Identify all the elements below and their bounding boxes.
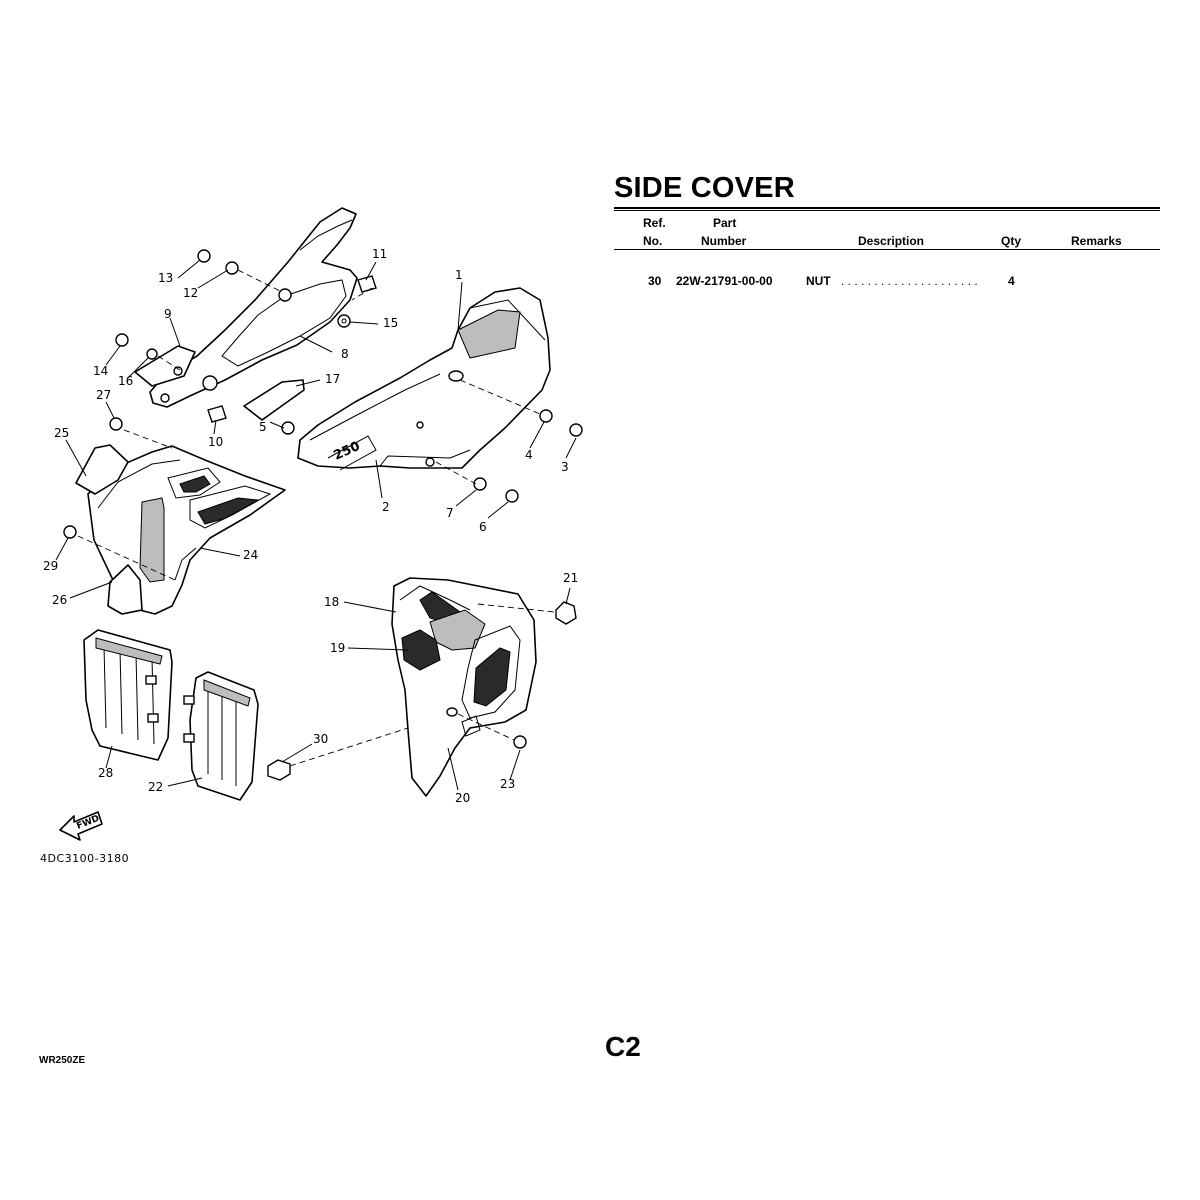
page-number: C2 bbox=[605, 1031, 641, 1062]
bolt-3 bbox=[569, 423, 583, 437]
callout-6: 6 bbox=[479, 520, 487, 534]
callout-9: 9 bbox=[164, 307, 172, 321]
part-20-radiator-shroud bbox=[391, 577, 537, 797]
header-rule bbox=[614, 207, 1160, 209]
bolt-23 bbox=[513, 735, 527, 749]
bolt-29 bbox=[63, 525, 77, 539]
callout-22: 22 bbox=[148, 780, 163, 794]
bolt-27 bbox=[109, 417, 123, 431]
col-header-qty: Qty bbox=[1001, 234, 1022, 248]
row-qty: 4 bbox=[1008, 274, 1015, 288]
part-17-pad bbox=[243, 379, 305, 421]
part-26-lower-panel bbox=[107, 564, 143, 615]
col-header-ref: No. bbox=[643, 234, 663, 248]
callout-18: 18 bbox=[324, 595, 339, 609]
header-rule bbox=[614, 249, 1160, 250]
callout-4: 4 bbox=[525, 448, 533, 462]
part-9-bracket bbox=[134, 345, 196, 387]
col-header-description: Description bbox=[858, 234, 925, 248]
row-dot-leader: . . . . . . . . . . . . . . . . . . . . … bbox=[841, 274, 978, 288]
callout-14: 14 bbox=[93, 364, 108, 378]
callout-11: 11 bbox=[372, 247, 387, 261]
callout-29: 29 bbox=[43, 559, 58, 573]
callout-13: 13 bbox=[158, 271, 173, 285]
callout-7: 7 bbox=[446, 506, 454, 520]
collar-15-hole bbox=[341, 318, 347, 324]
callout-21: 21 bbox=[563, 571, 578, 585]
callout-2: 2 bbox=[382, 500, 390, 514]
callout-3: 3 bbox=[561, 460, 569, 474]
callout-25: 25 bbox=[54, 426, 69, 440]
callout-1: 1 bbox=[455, 268, 463, 282]
callout-27: 27 bbox=[96, 388, 111, 402]
washer-12 bbox=[225, 261, 239, 275]
callout-10: 10 bbox=[208, 435, 223, 449]
row-part-number: 22W-21791-00-00 bbox=[676, 274, 773, 288]
callout-19: 19 bbox=[330, 641, 345, 655]
assembly-lines bbox=[77, 269, 555, 767]
collar-4 bbox=[539, 409, 553, 423]
bolt-6 bbox=[505, 489, 519, 503]
drawing-code: 4DC3100-3180 bbox=[40, 852, 129, 865]
callout-28: 28 bbox=[98, 766, 113, 780]
part-1-side-cover: 250 bbox=[297, 287, 551, 471]
bolt-13 bbox=[197, 249, 211, 263]
bolt-21 bbox=[555, 601, 577, 625]
header-rule bbox=[614, 210, 1160, 211]
part-9-hole bbox=[173, 366, 183, 376]
callout-24: 24 bbox=[243, 548, 258, 562]
col-header-part-number: Part bbox=[713, 216, 737, 230]
callout-16: 16 bbox=[118, 374, 133, 388]
col-header-part-number: Number bbox=[701, 234, 747, 248]
row-ref: 30 bbox=[648, 274, 662, 288]
callout-leaders bbox=[55, 259, 577, 791]
part-25-grommet-left bbox=[75, 444, 129, 495]
forward-arrow-icon: FWD bbox=[59, 811, 103, 841]
model-code: WR250ZE bbox=[39, 1055, 86, 1066]
row-description: NUT bbox=[806, 274, 831, 288]
callout-8: 8 bbox=[341, 347, 349, 361]
grommet-10 bbox=[207, 405, 227, 423]
callout-numbers: 1 2 3 4 5 6 7 8 9 10 11 12 13 14 15 16 1… bbox=[43, 247, 578, 805]
washer-16 bbox=[146, 348, 158, 360]
part-8-rear-fender-support bbox=[149, 207, 358, 408]
collar-7 bbox=[473, 477, 487, 491]
callout-23: 23 bbox=[500, 777, 515, 791]
nut-30 bbox=[267, 759, 291, 781]
part-24-side-cover-left bbox=[87, 445, 286, 615]
collar-15 bbox=[337, 314, 351, 328]
callout-20: 20 bbox=[455, 791, 470, 805]
callout-5: 5 bbox=[259, 420, 267, 434]
col-header-remarks: Remarks bbox=[1071, 234, 1122, 248]
part-22-radiator-guard bbox=[183, 671, 259, 801]
callout-30: 30 bbox=[313, 732, 328, 746]
callout-26: 26 bbox=[52, 593, 67, 607]
bolt-14 bbox=[115, 333, 129, 347]
damper-5 bbox=[281, 421, 295, 435]
col-header-ref: Ref. bbox=[643, 216, 666, 230]
callout-12: 12 bbox=[183, 286, 198, 300]
callout-15: 15 bbox=[383, 316, 398, 330]
page-title: SIDE COVER bbox=[614, 172, 795, 204]
part-28-radiator-guard bbox=[83, 629, 173, 761]
callout-17: 17 bbox=[325, 372, 340, 386]
